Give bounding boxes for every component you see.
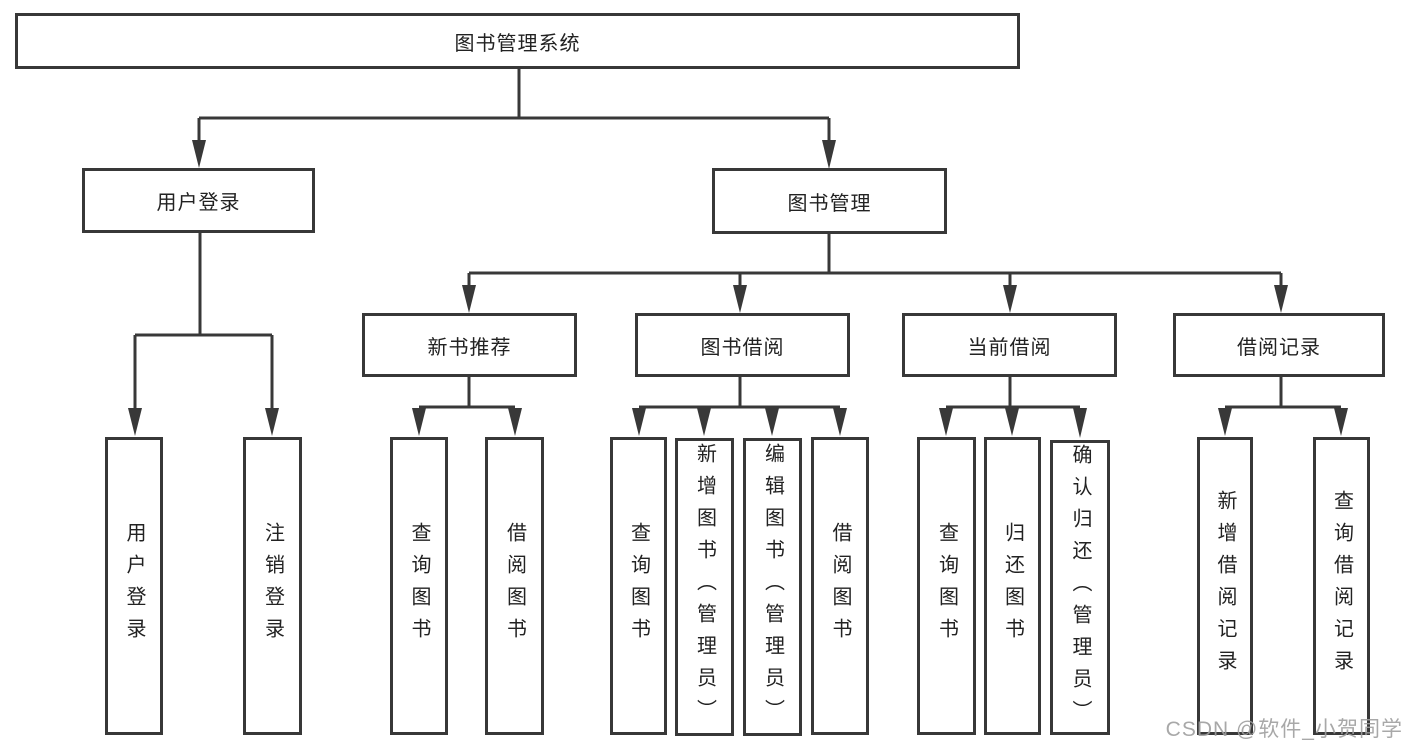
leaf-borrow-book-2: 借阅图书: [811, 437, 869, 735]
node-book-management-label: 图书管理: [787, 192, 872, 215]
node-user-login-label: 用户登录: [156, 192, 241, 214]
leaf-query-book-3: 查询图书: [917, 437, 976, 735]
leaf-label: 确认归还（管理员）: [1069, 443, 1091, 732]
leaf-user-login: 用户登录: [105, 437, 163, 735]
leaf-return-book: 归还图书: [984, 437, 1041, 735]
node-borrow-records-label: 借阅记录: [1237, 336, 1321, 359]
leaf-edit-book-admin: 编辑图书（管理员）: [743, 438, 802, 736]
leaf-label: 查询图书: [935, 522, 958, 650]
node-current-borrow: 当前借阅: [902, 313, 1117, 377]
node-new-book-recommend-label: 新书推荐: [427, 336, 512, 359]
leaf-confirm-return-admin: 确认归还（管理员）: [1050, 440, 1110, 735]
node-book-borrow-label: 图书借阅: [700, 336, 785, 359]
leaf-query-book-2: 查询图书: [610, 437, 667, 735]
node-borrow-records: 借阅记录: [1173, 313, 1385, 377]
leaf-query-borrow-record: 查询借阅记录: [1313, 437, 1370, 735]
node-new-book-recommend: 新书推荐: [362, 313, 577, 377]
leaf-label: 注销登录: [261, 522, 284, 650]
leaf-label: 新增图书（管理员）: [693, 443, 716, 731]
leaf-borrow-book-1: 借阅图书: [485, 437, 544, 735]
node-root-label: 图书管理系统: [454, 32, 581, 55]
leaf-label: 用户登录: [123, 522, 145, 650]
leaf-label: 查询借阅记录: [1330, 490, 1353, 682]
node-book-management: 图书管理: [712, 168, 947, 234]
leaf-label: 借阅图书: [503, 522, 526, 650]
leaf-add-borrow-record: 新增借阅记录: [1197, 437, 1253, 735]
leaf-label: 新增借阅记录: [1214, 490, 1236, 682]
leaf-label: 编辑图书（管理员）: [761, 443, 784, 731]
leaf-label: 查询图书: [627, 522, 650, 650]
leaf-label: 归还图书: [1001, 522, 1024, 650]
leaf-label: 借阅图书: [829, 522, 851, 650]
node-book-borrow: 图书借阅: [635, 313, 850, 377]
leaf-label: 查询图书: [408, 522, 430, 650]
csdn-watermark: CSDN @软件_小贺同学: [1165, 718, 1403, 741]
leaf-logout: 注销登录: [243, 437, 302, 735]
leaf-add-book-admin: 新增图书（管理员）: [675, 438, 734, 736]
node-current-borrow-label: 当前借阅: [967, 336, 1052, 359]
leaf-query-book-1: 查询图书: [390, 437, 448, 735]
node-root-system: 图书管理系统: [15, 13, 1020, 69]
node-user-login: 用户登录: [82, 168, 315, 233]
